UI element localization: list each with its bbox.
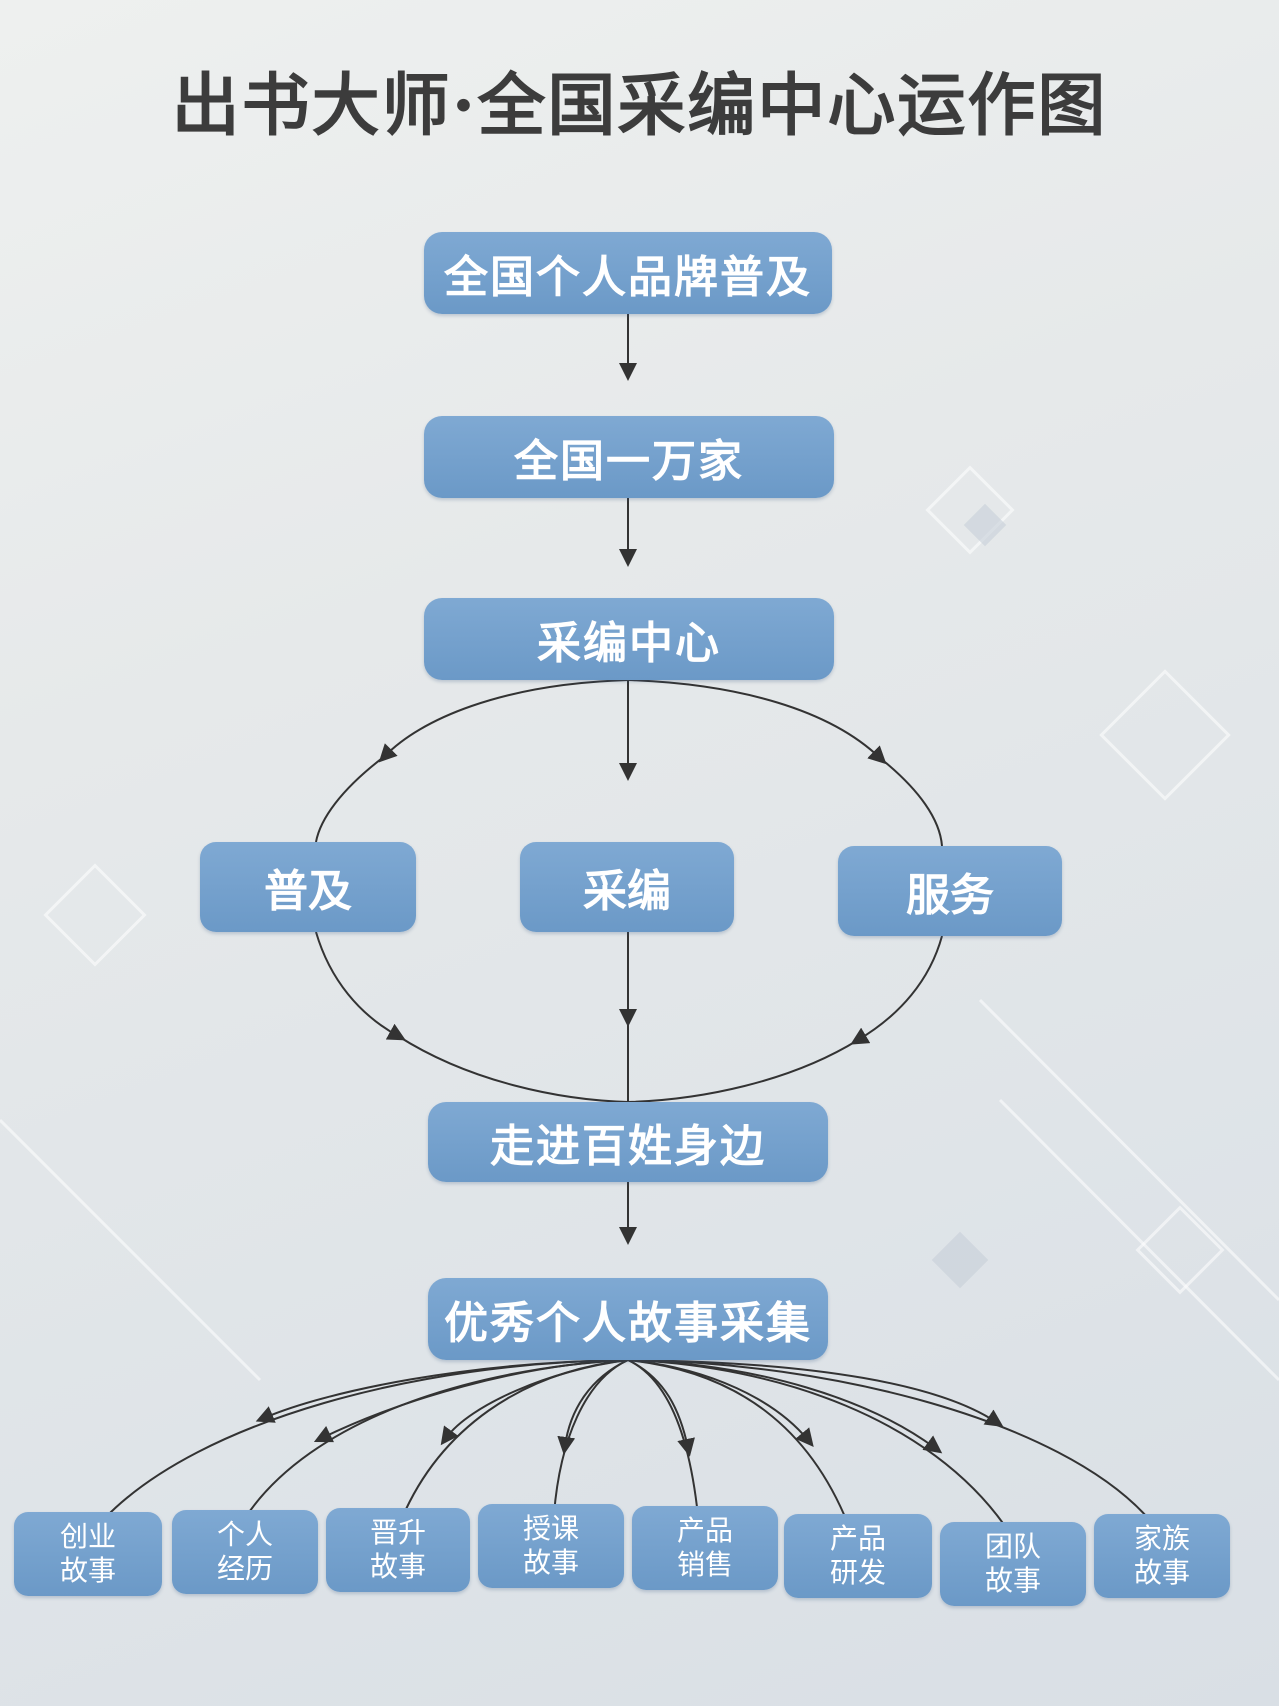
fan-to-story-4 xyxy=(553,1359,629,1515)
story-product-development: 产品研发 xyxy=(784,1514,932,1598)
arc-left-lower xyxy=(315,931,406,1041)
arc-right-to-right-box xyxy=(879,757,943,847)
fan-to-story-5 xyxy=(627,1359,699,1517)
page-title: 出书大师·全国采编中心运作图 xyxy=(171,66,1108,146)
arc-center-to-right xyxy=(627,679,887,765)
story-product-sales: 产品销售 xyxy=(632,1506,778,1590)
arc-center-to-left xyxy=(378,679,629,763)
node-brand-popularization: 全国个人品牌普及 xyxy=(424,232,832,314)
story-personal-experience: 个人经历 xyxy=(172,1510,318,1594)
node-ten-thousand: 全国一万家 xyxy=(424,416,834,498)
arc-left-lower-2 xyxy=(397,1035,629,1103)
node-service: 服务 xyxy=(838,846,1062,936)
node-editing-center: 采编中心 xyxy=(424,598,834,680)
arc-right-lower-2 xyxy=(627,1039,859,1103)
fan-to-story-8 xyxy=(627,1359,1149,1519)
story-promotion: 晋升故事 xyxy=(326,1508,470,1592)
arc-left-to-left-box xyxy=(315,755,386,843)
story-family: 家族故事 xyxy=(1094,1514,1230,1598)
fan-to-story-2 xyxy=(244,1359,629,1519)
story-teaching: 授课故事 xyxy=(478,1504,624,1588)
node-close-to-people: 走进百姓身边 xyxy=(428,1102,828,1182)
arc-right-lower xyxy=(850,935,943,1045)
story-entrepreneurship: 创业故事 xyxy=(14,1512,162,1596)
node-popularize: 普及 xyxy=(200,842,416,932)
story-team: 团队故事 xyxy=(940,1522,1086,1606)
node-story-collection: 优秀个人故事采集 xyxy=(428,1278,828,1360)
node-editing: 采编 xyxy=(520,842,734,932)
fan-to-story-1 xyxy=(104,1359,629,1519)
